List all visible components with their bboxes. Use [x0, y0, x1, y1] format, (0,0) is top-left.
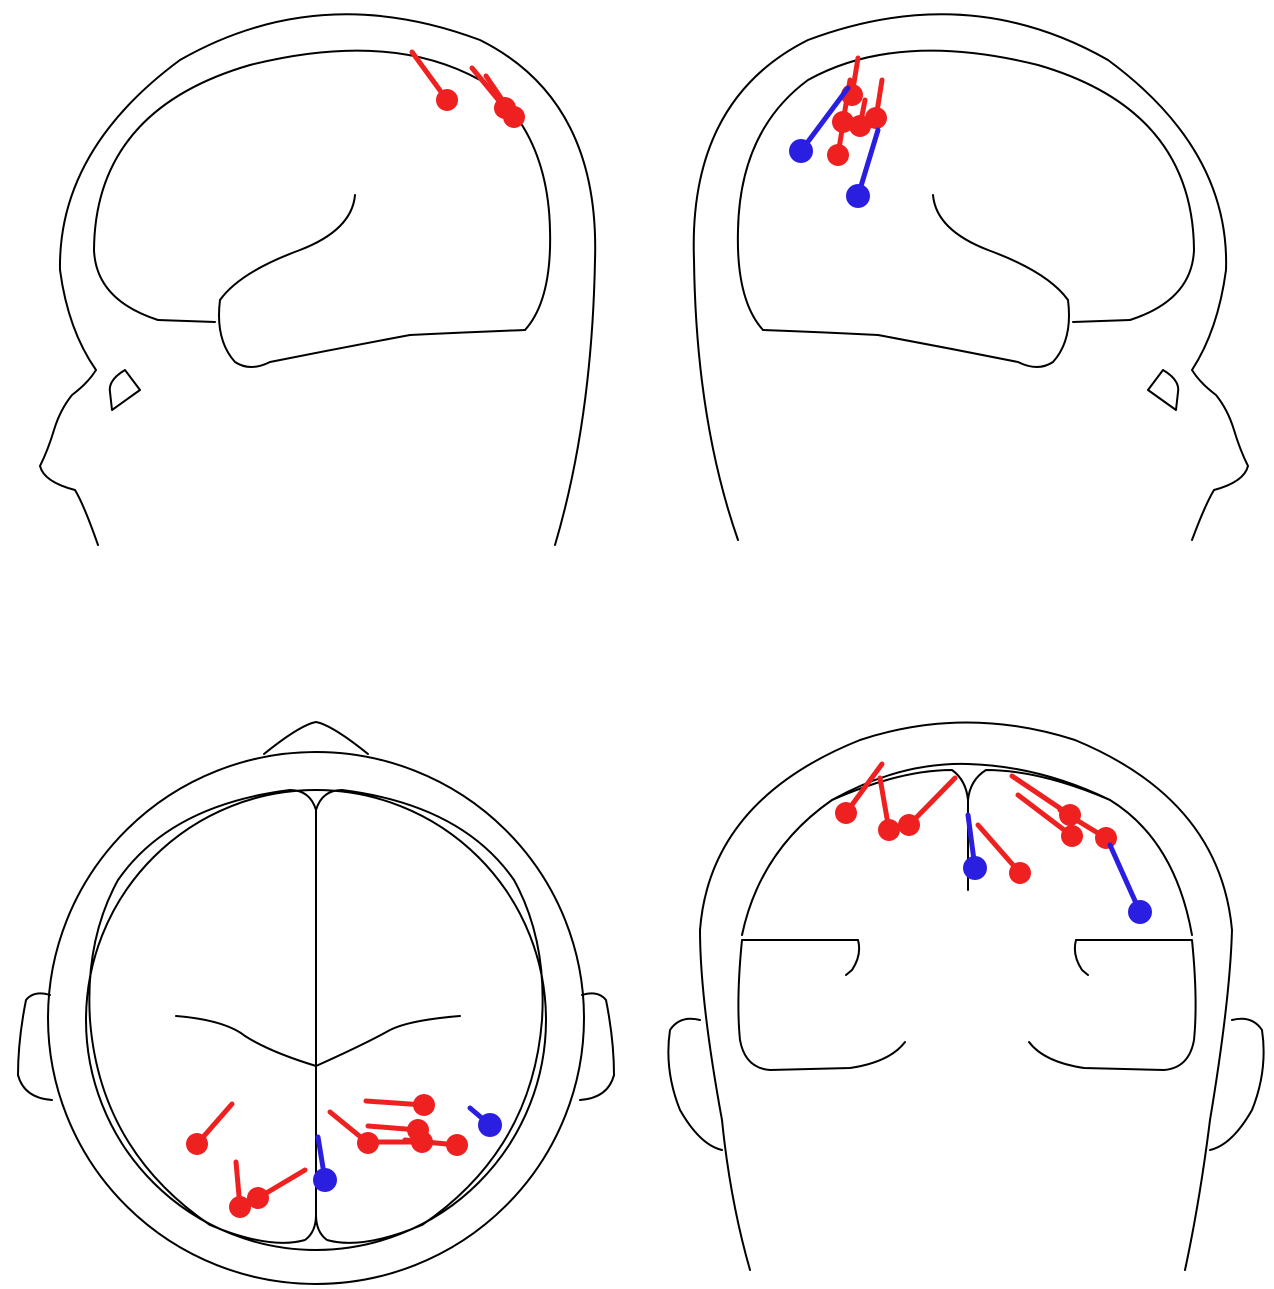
dipoles-posterior	[835, 764, 1152, 924]
dipole-marker	[1095, 827, 1117, 849]
right-ear-outline	[580, 993, 614, 1100]
right-ear-outline	[1210, 1019, 1264, 1150]
right-lateral-view	[694, 14, 1248, 540]
temporal-lobe-outline	[219, 195, 525, 367]
dipole-marker	[846, 184, 870, 208]
skull-inner-outline	[94, 51, 550, 330]
dipole-marker	[247, 1187, 269, 1209]
dipole-marker	[413, 1094, 435, 1116]
scalp-outline	[700, 723, 1232, 1271]
left-hemisphere-outline	[89, 790, 316, 1243]
dipoles-left-lateral	[412, 52, 525, 128]
dipole-marker	[789, 139, 813, 163]
dipole-marker	[963, 856, 987, 880]
nose-outline	[1148, 370, 1178, 410]
sylvian-fissure-line	[1073, 320, 1130, 322]
dipole-marker	[898, 814, 920, 836]
dipole-marker	[827, 144, 849, 166]
dipole-marker	[446, 1134, 468, 1156]
skull-inner-outline	[738, 51, 1194, 330]
left-ear-outline	[18, 993, 52, 1100]
left-ear-outline	[668, 1019, 722, 1150]
left-lateral-view	[40, 14, 595, 545]
temporal-lobe-outline	[763, 195, 1069, 367]
dipole-marker	[186, 1133, 208, 1155]
sylvian-fissure-line	[158, 320, 215, 322]
nose-outline	[110, 370, 140, 410]
right-hemisphere-outline	[316, 790, 543, 1243]
dipole-marker	[503, 106, 525, 128]
dipole-marker	[1009, 862, 1031, 884]
posterior-view	[668, 723, 1263, 1271]
dipole-marker	[849, 115, 871, 137]
right-central-sulcus	[316, 1016, 460, 1066]
dipole-marker	[436, 89, 458, 111]
dipole-marker	[1128, 900, 1152, 924]
scalp-outline	[694, 14, 1248, 540]
dipole-marker	[478, 1113, 502, 1137]
dipole-marker	[835, 802, 857, 824]
top-view	[18, 722, 614, 1284]
dipole-marker	[313, 1168, 337, 1192]
dipoles-right-lateral	[789, 58, 887, 208]
dipole-marker	[1061, 825, 1083, 847]
scalp-outline	[40, 14, 595, 545]
dipole-marker	[878, 819, 900, 841]
left-temporal-lobe	[738, 940, 905, 1070]
right-temporal-lobe	[1029, 940, 1196, 1070]
nose-outline	[264, 722, 368, 754]
left-central-sulcus	[176, 1016, 316, 1066]
